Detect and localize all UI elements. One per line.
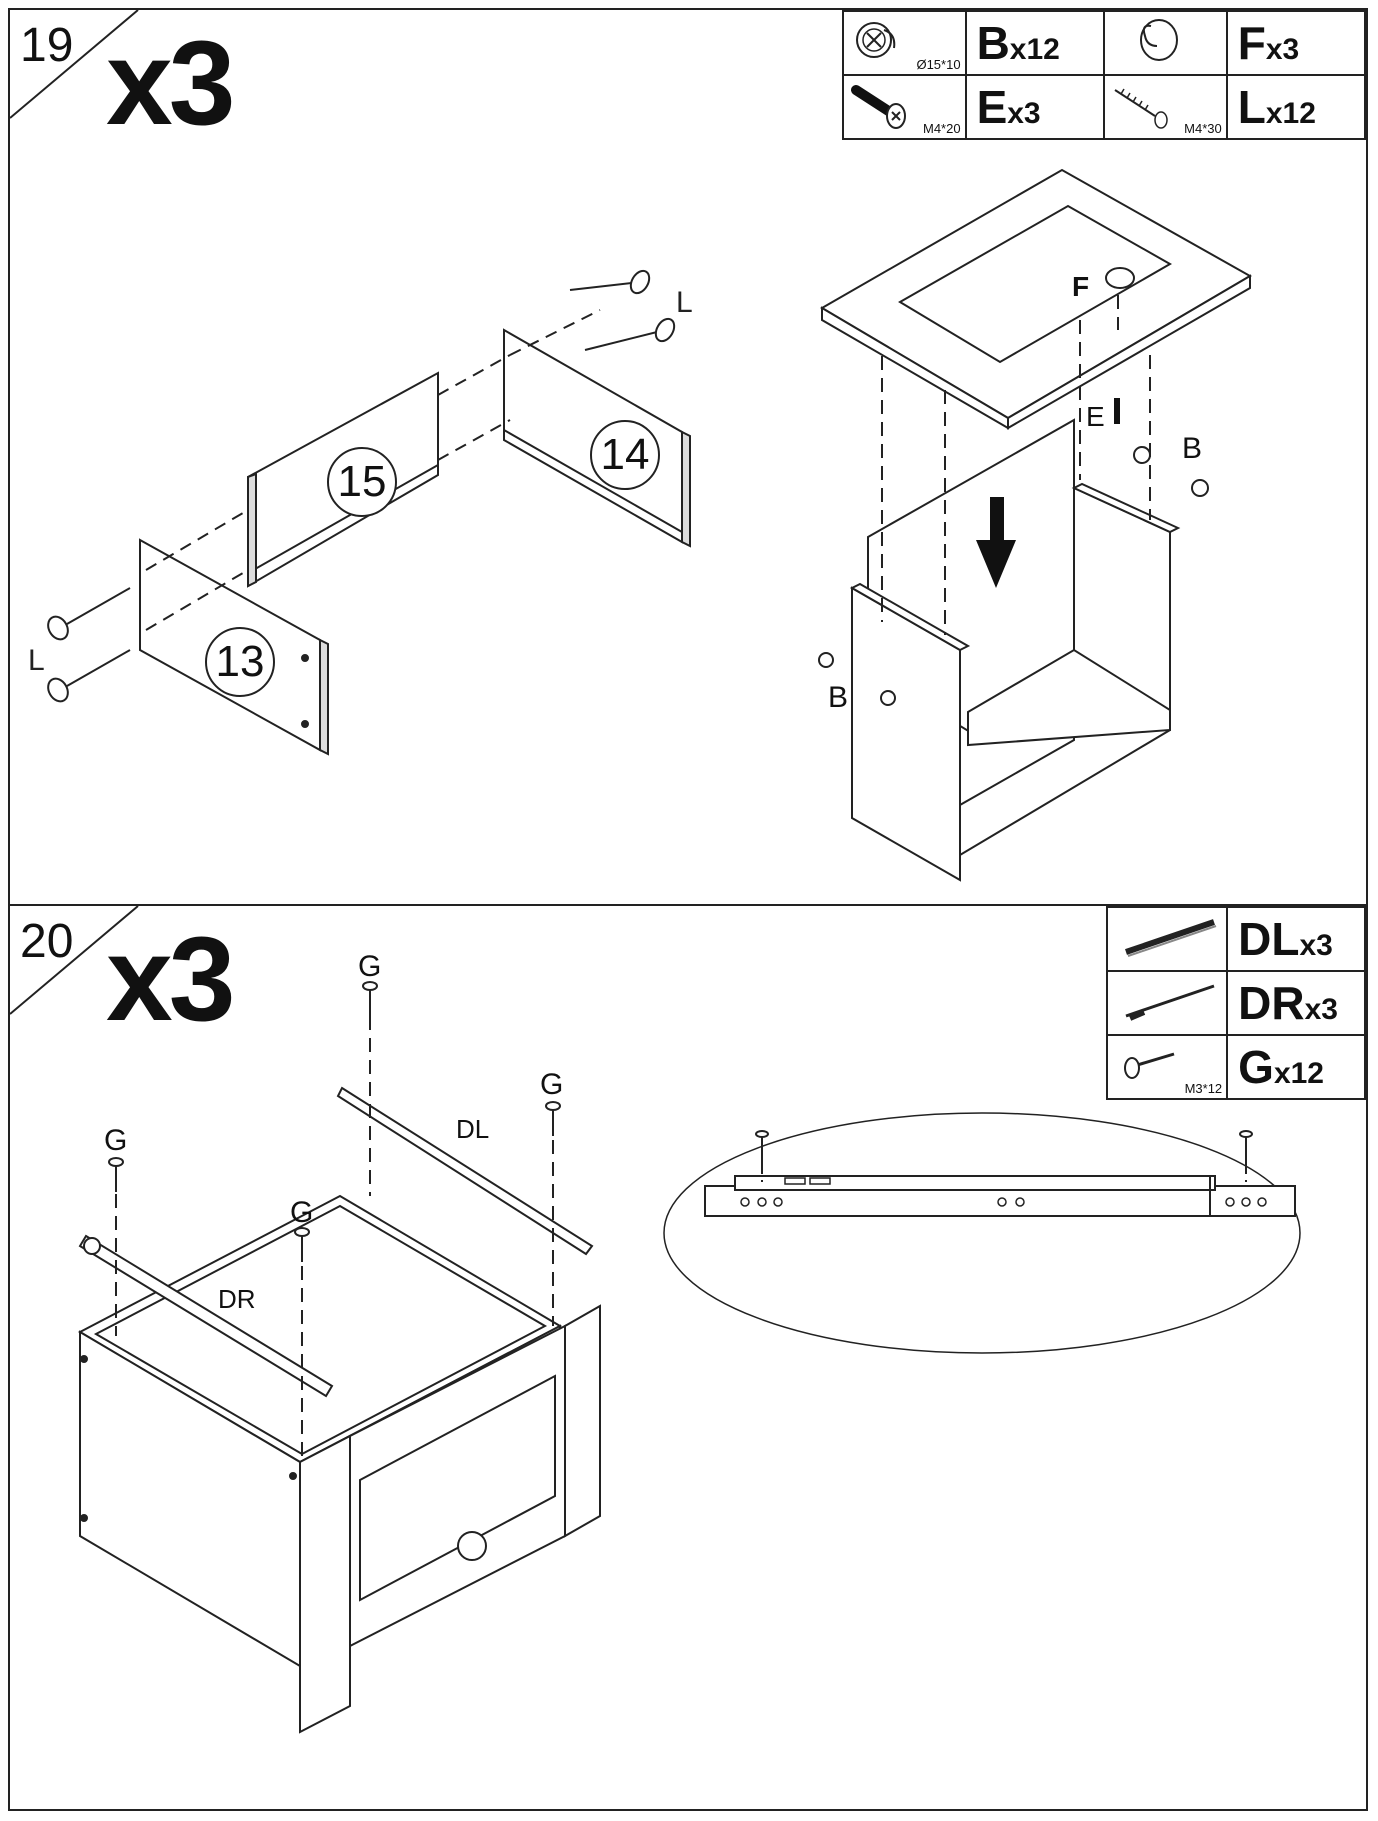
hardware-label-f: Fx3 <box>1225 10 1367 76</box>
drawer-box-assembly <box>820 168 1253 882</box>
step-multiplier: x3 <box>106 912 235 1046</box>
hardware-icon-cell: Ø15*10 <box>842 10 967 76</box>
step-corner-divider <box>10 10 139 119</box>
step-20-illustration: G G G G DL DR <box>77 950 1301 1734</box>
step-19-illustration: L L 15 14 13 12 16 <box>28 168 1253 882</box>
hardware-icon-cell <box>1103 10 1228 76</box>
callout-g: G <box>104 1124 127 1157</box>
callout-g: G <box>290 1196 313 1229</box>
drawer-assembly <box>77 1194 601 1734</box>
hardware-size: Ø15*10 <box>916 57 961 72</box>
part-15-label: 15 <box>338 457 387 506</box>
step-20-panel: 20 x3 DLx3 DRx3 <box>8 904 1368 1811</box>
knob-icon <box>1105 267 1135 289</box>
rail-guide-lines <box>115 1016 554 1456</box>
step-number: 20 <box>20 915 74 968</box>
hardware-label-dr: DRx3 <box>1226 970 1366 1036</box>
hardware-size: M4*30 <box>1184 121 1222 136</box>
screw-g-group <box>108 981 561 1262</box>
cam-lock-icon <box>856 22 896 58</box>
small-screw-icon <box>1124 1052 1175 1079</box>
step-corner-divider <box>10 906 139 1015</box>
callout-b: B <box>1182 432 1202 465</box>
rail-detail-callout <box>663 1112 1301 1354</box>
hardware-label-l: Lx12 <box>1225 74 1367 140</box>
hardware-icon-cell: M3*12 <box>1105 1034 1229 1100</box>
hardware-table: DLx3 DRx3 M3*12 Gx12 <box>1105 906 1366 1100</box>
step-multiplier: x3 <box>106 16 235 150</box>
hardware-label-e: Ex3 <box>964 74 1106 140</box>
drawer-guide-lines <box>881 295 1151 635</box>
part-13-label: 13 <box>216 637 265 686</box>
hardware-icon-cell: M4*30 <box>1103 74 1228 140</box>
rail-left-icon <box>1125 919 1217 957</box>
down-arrow-icon <box>976 497 1016 588</box>
callout-g: G <box>540 1068 563 1101</box>
callout-f: F <box>1072 271 1089 302</box>
part-14-label: 14 <box>601 430 650 479</box>
hardware-icon-cell: M4*20 <box>842 74 967 140</box>
bolt-icon <box>851 85 906 129</box>
assembly-guide-lines <box>145 309 601 631</box>
hardware-table: Ø15*10 Bx12 Fx3 M4*20 Ex3 <box>842 10 1367 140</box>
callout-dr: DR <box>218 1284 256 1314</box>
knob-icon <box>1140 19 1179 61</box>
bolt-icon <box>1114 398 1120 424</box>
callout-g: G <box>358 950 381 983</box>
rail-right-icon <box>1125 984 1215 1021</box>
callout-l: L <box>28 644 45 677</box>
drawer-rails <box>78 1086 594 1398</box>
step-number: 19 <box>20 19 74 72</box>
screw-icon <box>1114 88 1168 129</box>
callout-l: L <box>676 286 693 319</box>
screw-l-group <box>47 269 676 703</box>
hardware-size: M3*12 <box>1184 1081 1223 1096</box>
cam-lock-group <box>818 446 1209 706</box>
hardware-size: M4*20 <box>922 121 961 136</box>
callout-dl: DL <box>456 1114 489 1144</box>
part-14-panel <box>503 328 691 548</box>
hardware-label-b: Bx12 <box>964 10 1106 76</box>
hardware-icon-cell <box>1105 970 1229 1036</box>
hardware-label-g: Gx12 <box>1226 1034 1366 1100</box>
callout-b: B <box>828 681 848 714</box>
step-19-panel: 19 x3 Ø15*10 Bx12 Fx3 <box>8 8 1368 906</box>
callout-e: E <box>1086 401 1105 432</box>
hardware-label-dl: DLx3 <box>1226 906 1366 972</box>
hardware-icon-cell <box>1105 906 1229 972</box>
